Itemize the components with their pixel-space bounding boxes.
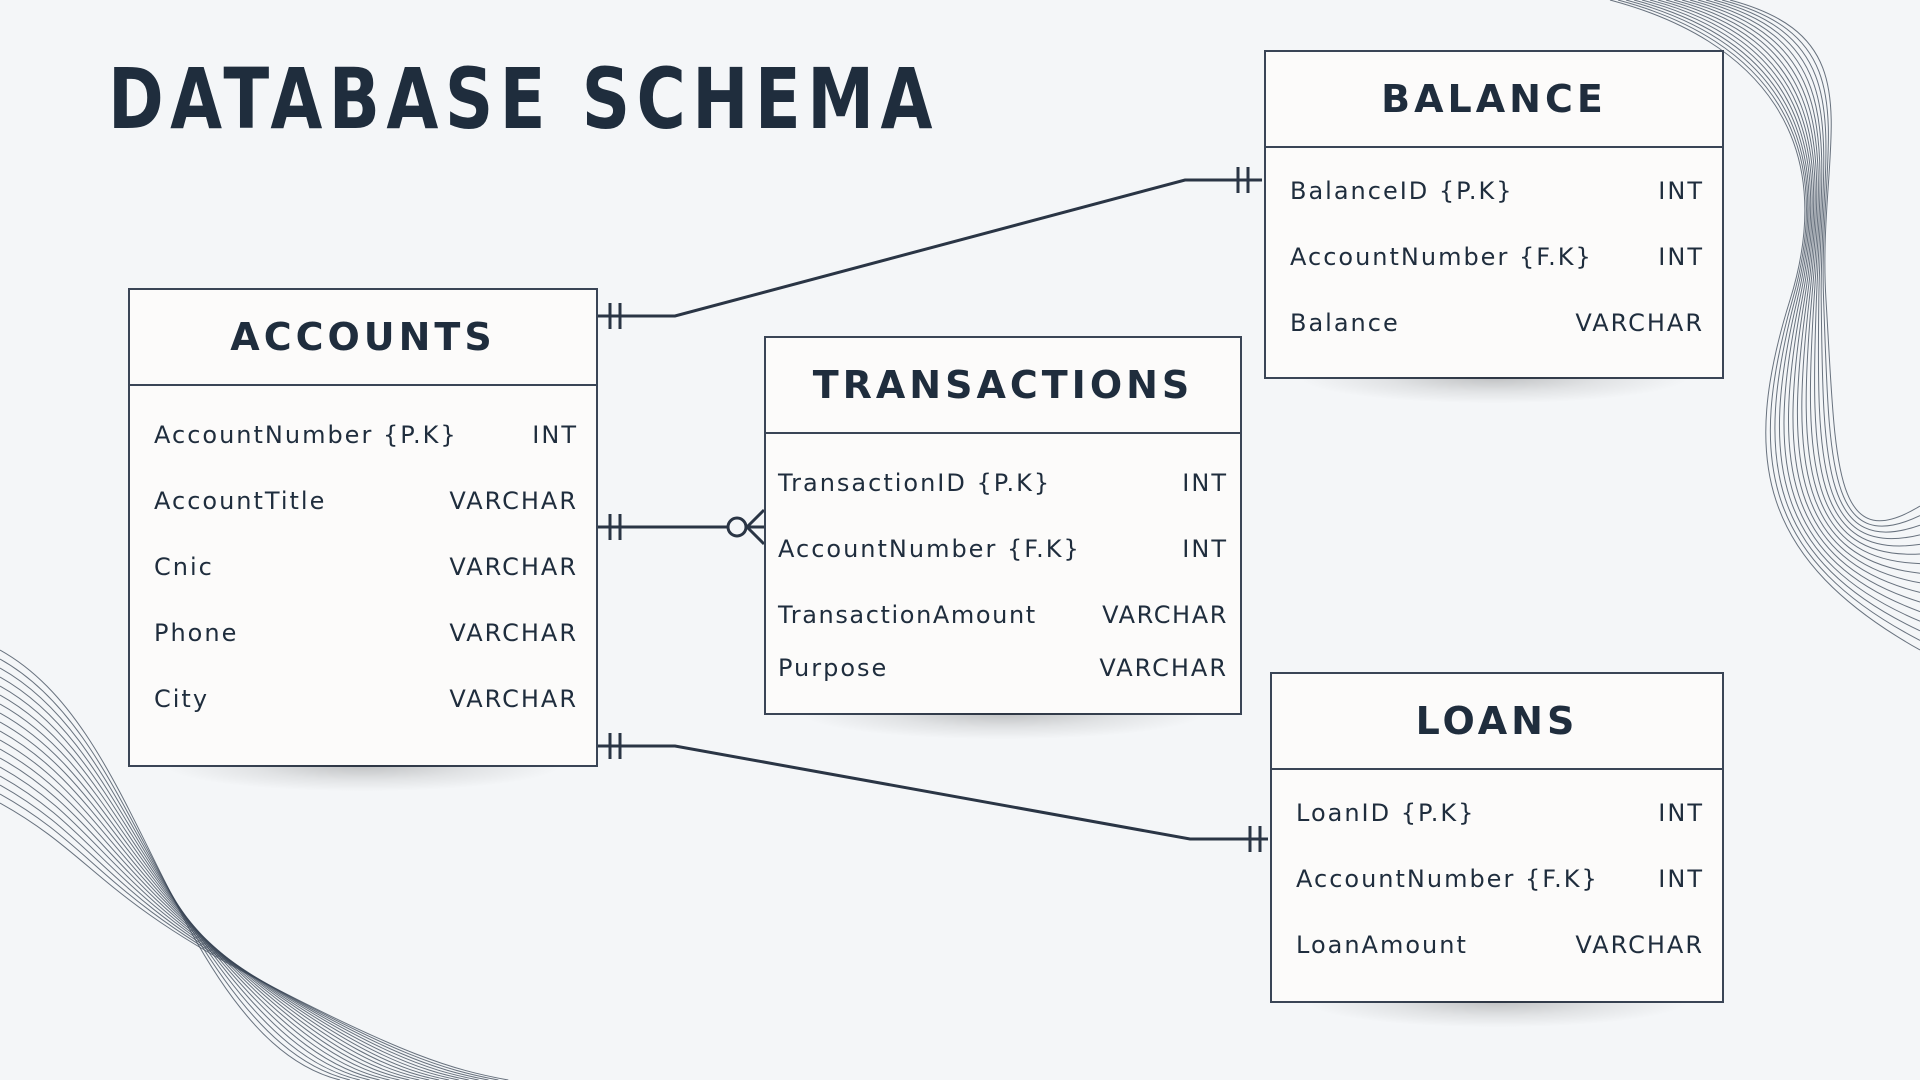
- field-name: LoanID {P.K}: [1296, 799, 1476, 827]
- field-name: Purpose: [778, 654, 889, 682]
- table-header-balance: BALANCE: [1266, 52, 1722, 148]
- table-row[interactable]: AccountNumber {F.K} INT: [778, 516, 1228, 582]
- field-type: INT: [1658, 799, 1704, 827]
- table-accounts[interactable]: ACCOUNTS AccountNumber {P.K} INT Account…: [128, 288, 598, 791]
- field-type: VARCHAR: [449, 553, 578, 581]
- field-name: AccountTitle: [154, 487, 327, 515]
- table-row[interactable]: Balance VARCHAR: [1290, 290, 1704, 356]
- field-type: INT: [532, 421, 578, 449]
- field-name: AccountNumber {F.K}: [1290, 243, 1593, 271]
- field-name: AccountNumber {F.K}: [778, 535, 1081, 563]
- field-type: INT: [1658, 177, 1704, 205]
- table-row[interactable]: BalanceID {P.K} INT: [1290, 158, 1704, 224]
- table-header-transactions: TRANSACTIONS: [766, 338, 1240, 434]
- table-row[interactable]: Phone VARCHAR: [154, 600, 578, 666]
- table-header-accounts: ACCOUNTS: [130, 290, 596, 386]
- field-name: LoanAmount: [1296, 931, 1468, 959]
- zero-optional-marker: [726, 516, 748, 538]
- field-name: BalanceID {P.K}: [1290, 177, 1514, 205]
- table-row[interactable]: TransactionID {P.K} INT: [778, 450, 1228, 516]
- field-type: VARCHAR: [449, 619, 578, 647]
- field-name: Cnic: [154, 553, 214, 581]
- table-row[interactable]: AccountNumber {F.K} INT: [1296, 846, 1704, 912]
- table-row[interactable]: Purpose VARCHAR: [778, 648, 1228, 688]
- table-balance[interactable]: BALANCE BalanceID {P.K} INT AccountNumbe…: [1264, 50, 1724, 403]
- field-type: VARCHAR: [1575, 309, 1704, 337]
- field-name: AccountNumber {P.K}: [154, 421, 458, 449]
- table-row[interactable]: AccountNumber {F.K} INT: [1290, 224, 1704, 290]
- page-title: DATABASE SCHEMA: [108, 50, 939, 148]
- field-type: INT: [1182, 469, 1228, 497]
- many-crowfoot-marker: [745, 525, 766, 546]
- table-row[interactable]: TransactionAmount VARCHAR: [778, 582, 1228, 648]
- field-type: VARCHAR: [449, 487, 578, 515]
- field-name: TransactionID {P.K}: [778, 469, 1052, 497]
- field-type: VARCHAR: [1102, 601, 1228, 629]
- table-row[interactable]: AccountNumber {P.K} INT: [154, 402, 578, 468]
- field-name: Balance: [1290, 309, 1400, 337]
- field-name: TransactionAmount: [778, 601, 1037, 629]
- table-row[interactable]: City VARCHAR: [154, 666, 578, 732]
- many-crowfoot-marker: [745, 508, 766, 529]
- field-type: INT: [1182, 535, 1228, 563]
- field-name: Phone: [154, 619, 239, 647]
- table-row[interactable]: AccountTitle VARCHAR: [154, 468, 578, 534]
- table-header-loans: LOANS: [1272, 674, 1722, 770]
- table-loans[interactable]: LOANS LoanID {P.K} INT AccountNumber {F.…: [1270, 672, 1724, 1027]
- field-type: VARCHAR: [1575, 931, 1704, 959]
- table-row[interactable]: LoanID {P.K} INT: [1296, 780, 1704, 846]
- table-transactions[interactable]: TRANSACTIONS TransactionID {P.K} INT Acc…: [764, 336, 1242, 739]
- field-type: VARCHAR: [1099, 654, 1228, 682]
- field-name: AccountNumber {F.K}: [1296, 865, 1599, 893]
- table-row[interactable]: LoanAmount VARCHAR: [1296, 912, 1704, 978]
- field-type: VARCHAR: [449, 685, 578, 713]
- relationship-accounts-balance: [598, 178, 1262, 318]
- field-type: INT: [1658, 865, 1704, 893]
- table-row[interactable]: Cnic VARCHAR: [154, 534, 578, 600]
- field-name: City: [154, 685, 210, 713]
- field-type: INT: [1658, 243, 1704, 271]
- relationship-accounts-loans: [598, 744, 1268, 841]
